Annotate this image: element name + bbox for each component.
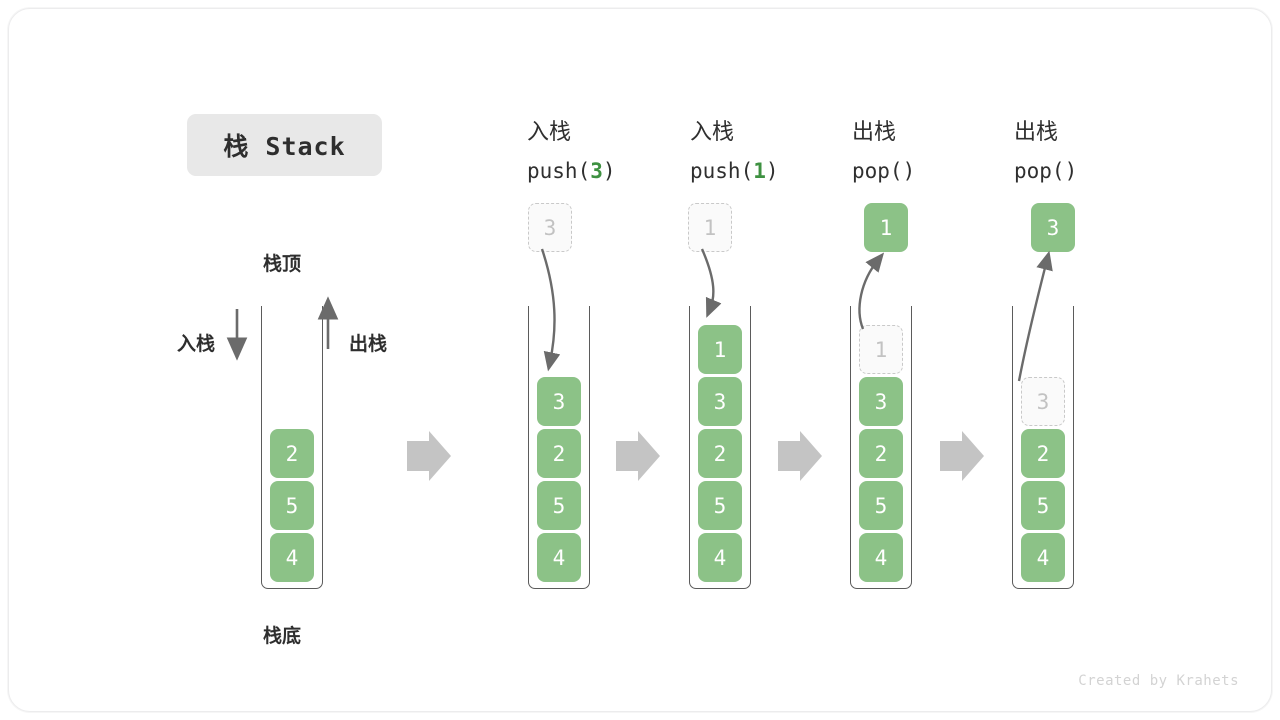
floating-ghost-cell: 3 <box>528 203 572 252</box>
column-header-cn: 入栈 <box>690 120 735 145</box>
step-separator-arrow <box>940 431 984 481</box>
stack-cell: 4 <box>859 533 903 582</box>
stack-cell: 5 <box>698 481 742 530</box>
page-title: 栈 Stack <box>187 114 382 176</box>
stack-bottom-label: 栈底 <box>263 625 302 647</box>
stack-cell: 3 <box>698 377 742 426</box>
column-header-code: pop() <box>1014 159 1078 183</box>
push-arg-value: 1 <box>753 159 766 183</box>
column-header-code: pop() <box>852 159 916 183</box>
push-direction-label: 入栈 <box>177 333 216 355</box>
stack-cell: 4 <box>537 533 581 582</box>
popped-value-cell: 1 <box>864 203 908 252</box>
pop-direction-label: 出栈 <box>349 333 388 355</box>
step-separator-arrow <box>778 431 822 481</box>
stack-top-label: 栈顶 <box>263 253 302 275</box>
column-header-code: push(3) <box>527 159 616 183</box>
diagram-card: 栈 Stack 栈顶 入栈 出栈 2 5 4 栈底 入栈 push(3) 3 3… <box>8 8 1272 712</box>
stack-cell: 4 <box>270 533 314 582</box>
stack-after-pop-1: 1 3 2 5 4 <box>850 306 912 589</box>
stack-cell: 2 <box>270 429 314 478</box>
floating-ghost-cell: 1 <box>688 203 732 252</box>
stack-cell: 4 <box>1021 533 1065 582</box>
stack-cell: 2 <box>859 429 903 478</box>
stack-after-push-1: 1 3 2 5 4 <box>689 306 751 589</box>
column-header-pop-1: 出栈 pop() <box>852 114 915 190</box>
stack-cell: 5 <box>859 481 903 530</box>
stack-after-pop-3: 3 2 5 4 <box>1012 306 1074 589</box>
stack-cell: 3 <box>859 377 903 426</box>
push-1-arrow <box>700 248 722 318</box>
column-header-code: push(1) <box>690 159 779 183</box>
stack-cell: 3 <box>537 377 581 426</box>
stack-cell: 1 <box>698 325 742 374</box>
column-header-cn: 出栈 <box>1014 120 1059 145</box>
column-header-push-1: 入栈 push(1) <box>690 114 779 190</box>
push-arg-value: 3 <box>590 159 603 183</box>
credit-text: Created by Krahets <box>1078 673 1239 689</box>
stack-cell: 4 <box>698 533 742 582</box>
stack-initial: 2 5 4 <box>261 306 323 589</box>
stack-after-push-3: 3 2 5 4 <box>528 306 590 589</box>
stack-cell: 5 <box>270 481 314 530</box>
column-header-cn: 出栈 <box>852 120 897 145</box>
column-header-push-3: 入栈 push(3) <box>527 114 616 190</box>
stack-cell: 5 <box>537 481 581 530</box>
stack-cell-ghost: 3 <box>1021 377 1065 426</box>
stack-cell-ghost: 1 <box>859 325 903 374</box>
popped-value-cell: 3 <box>1031 203 1075 252</box>
stack-cell: 2 <box>698 429 742 478</box>
stack-cell: 2 <box>537 429 581 478</box>
step-separator-arrow <box>616 431 660 481</box>
stack-cell: 2 <box>1021 429 1065 478</box>
stack-cell: 5 <box>1021 481 1065 530</box>
column-header-pop-3: 出栈 pop() <box>1014 114 1077 190</box>
column-header-cn: 入栈 <box>527 120 572 145</box>
step-separator-arrow <box>407 431 451 481</box>
